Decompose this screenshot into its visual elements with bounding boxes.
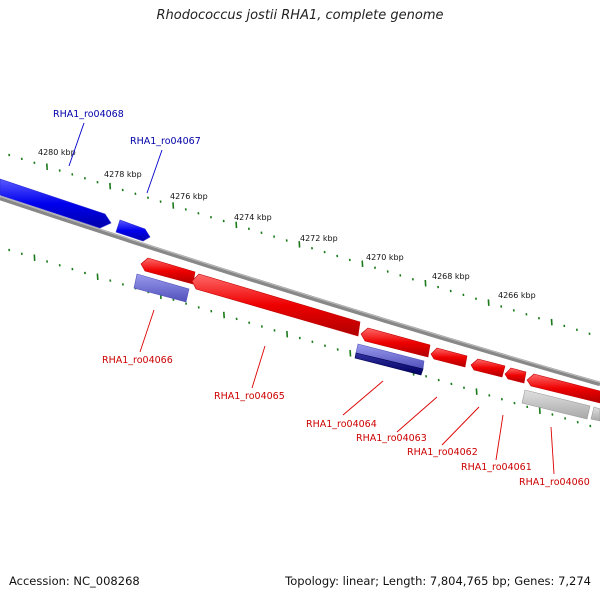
leader-ro04062: [441, 406, 480, 446]
scale-label-4266: 4266 kbp: [498, 291, 536, 300]
reverse-strand-genes: [133, 257, 600, 422]
gene-label-ro04066[interactable]: RHA1_ro04066: [102, 355, 173, 366]
leader-ro04064: [342, 380, 384, 416]
gene-label-ro04062[interactable]: RHA1_ro04062: [407, 447, 478, 458]
gene-arrow-ro04064-dark[interactable]: [354, 352, 424, 376]
accession-label: Accession: NC_008268: [9, 574, 140, 588]
gene-arrow-ro04066[interactable]: [140, 257, 196, 285]
gene-arrow-ro04061[interactable]: [504, 367, 527, 384]
gene-arrow-ro04068[interactable]: [0, 178, 112, 229]
leader-ro04060: [550, 426, 555, 475]
scale-label-4272: 4272 kbp: [300, 234, 338, 243]
scale-label-4276: 4276 kbp: [170, 192, 208, 201]
gene-arrow-ro04064[interactable]: [360, 327, 431, 358]
gene-labels: RHA1_ro04068 RHA1_ro04067 RHA1_ro04066 R…: [53, 109, 590, 488]
scale-label-4280: 4280 kbp: [38, 148, 76, 157]
ruler-lower: [8, 248, 592, 428]
leader-ro04063: [396, 396, 438, 433]
gene-arrow-ro04062[interactable]: [470, 358, 506, 378]
pseudo-gene-arrow-2[interactable]: [590, 406, 600, 422]
gene-label-ro04063[interactable]: RHA1_ro04063: [356, 433, 427, 444]
gene-arrow-ro04060[interactable]: [526, 373, 600, 404]
gene-label-ro04068[interactable]: RHA1_ro04068: [53, 109, 124, 120]
leader-ro04068: [68, 122, 85, 167]
ruler-upper: [8, 153, 591, 335]
forward-strand-genes: [0, 178, 151, 242]
gene-label-ro04067[interactable]: RHA1_ro04067: [130, 136, 201, 147]
gene-label-ro04065[interactable]: RHA1_ro04065: [214, 391, 285, 402]
genome-summary-label: Topology: linear; Length: 7,804,765 bp; …: [285, 574, 591, 588]
genome-backbone: [0, 195, 600, 387]
leader-ro04061: [495, 414, 504, 461]
scale-label-4268: 4268 kbp: [432, 272, 470, 281]
gene-label-ro04064[interactable]: RHA1_ro04064: [306, 419, 377, 430]
backbone-highlight: [0, 196, 600, 383]
gene-arrow-ro04063[interactable]: [430, 347, 468, 368]
genome-title: Rhodococcus jostii RHA1, complete genome: [156, 8, 444, 23]
leader-ro04065: [251, 345, 266, 389]
leader-ro04066: [139, 309, 155, 353]
gene-label-ro04060[interactable]: RHA1_ro04060: [519, 477, 590, 488]
gene-label-ro04061[interactable]: RHA1_ro04061: [461, 462, 532, 473]
gene-arrow-ro04065[interactable]: [191, 273, 361, 337]
label-leader-lines: [68, 122, 555, 475]
backbone-line: [0, 195, 600, 387]
leader-ro04067: [146, 149, 163, 194]
gene-arrow-ro04066-alt[interactable]: [133, 273, 190, 303]
scale-labels: 4280 kbp 4278 kbp 4276 kbp 4274 kbp 4272…: [38, 148, 536, 300]
pseudo-gene-arrow[interactable]: [521, 389, 591, 420]
gene-arrow-ro04067[interactable]: [115, 219, 151, 242]
scale-label-4270: 4270 kbp: [366, 253, 404, 262]
scale-label-4274: 4274 kbp: [234, 213, 272, 222]
scale-label-4278: 4278 kbp: [104, 170, 142, 179]
